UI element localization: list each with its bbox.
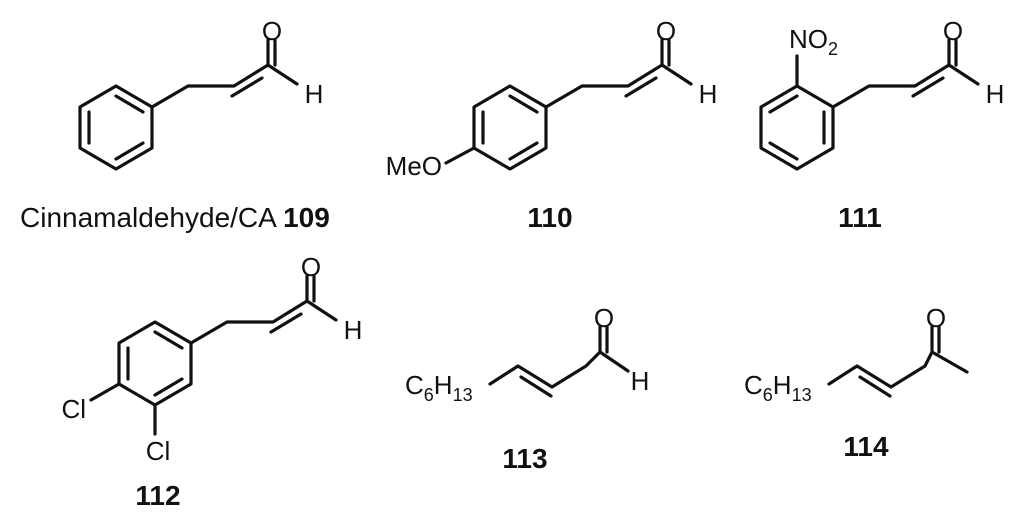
hydrogen-atom: H — [699, 79, 718, 109]
oxygen-atom: O — [926, 303, 946, 333]
oxygen-atom: O — [943, 16, 963, 46]
compound-110: O H MeO 110 — [386, 16, 718, 233]
oxygen-atom: O — [262, 16, 282, 46]
compound-113-number: 113 — [502, 443, 547, 474]
enone-chain-bonds — [827, 325, 969, 398]
methoxy-bond — [444, 146, 476, 165]
compound-110-number: 110 — [527, 202, 572, 233]
compound-112: O H Cl Cl 112 — [61, 252, 362, 511]
methoxy-group: MeO — [386, 151, 442, 181]
hexyl-group: C6H13 — [744, 370, 812, 405]
compound-114-number: 114 — [843, 431, 889, 462]
chloro-bonds — [89, 382, 157, 436]
hydrogen-atom: H — [305, 79, 324, 109]
compound-109: O H Cinnamaldehyde/CA 109 — [20, 16, 330, 233]
compound-112-number: 112 — [135, 480, 180, 511]
compound-name: Cinnamaldehyde/CA — [20, 202, 277, 233]
compound-114: C6H13 O 114 — [744, 303, 969, 462]
benzene-ring-bonds — [472, 84, 548, 171]
hydrogen-atom: H — [986, 79, 1005, 109]
compound-109-caption: Cinnamaldehyde/CA 109 — [20, 202, 330, 233]
compound-number: 109 — [283, 202, 330, 233]
benzene-ring-bonds — [78, 84, 154, 171]
chloro-group: Cl — [61, 394, 86, 424]
hydrogen-atom: H — [344, 315, 363, 345]
hydrogen-atom: H — [631, 366, 650, 396]
benzene-ring-bonds — [117, 320, 193, 407]
benzene-ring-bonds — [759, 84, 835, 171]
propenal-chain-bonds — [544, 38, 693, 109]
oxygen-atom: O — [656, 16, 676, 46]
propenal-chain-bonds — [189, 274, 338, 345]
propenal-chain-bonds — [150, 38, 299, 109]
compound-111-number: 111 — [838, 202, 882, 233]
hexyl-group: C6H13 — [405, 370, 473, 405]
oxygen-atom: O — [301, 252, 321, 282]
propenal-chain-bonds — [831, 38, 980, 109]
nitro-group: NO2 — [789, 24, 838, 59]
compound-113: C6H13 O H 113 — [405, 303, 649, 474]
oxygen-atom: O — [594, 303, 614, 333]
chloro-group: Cl — [146, 436, 171, 466]
compound-111: NO2 O H 111 — [759, 16, 1005, 233]
enal-chain-bonds — [488, 325, 630, 398]
